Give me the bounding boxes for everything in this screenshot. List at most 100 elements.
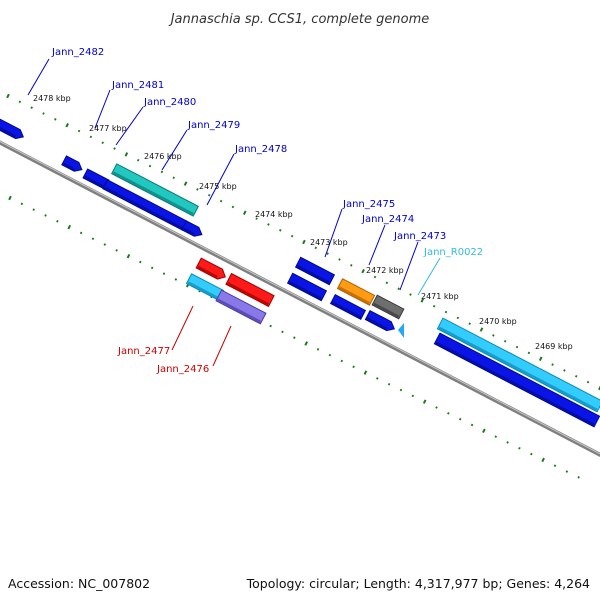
tick-mark <box>79 231 83 235</box>
tick-mark <box>67 224 72 230</box>
gene-feature-2473[interactable] <box>371 294 405 320</box>
gene-label-jann-2482[interactable]: Jann_2482 <box>51 47 104 58</box>
leader-jann-2480 <box>115 106 144 146</box>
leader-jann-2478 <box>206 153 235 206</box>
gene-feature-r0022[interactable] <box>398 323 404 338</box>
gene-feature-2475[interactable] <box>294 256 336 286</box>
gene-label-jann-2474[interactable]: Jann_2474 <box>361 214 414 225</box>
tick-mark <box>422 399 427 404</box>
kbp-label: 2472 kbp <box>366 266 404 275</box>
tick-mark <box>56 219 59 223</box>
tick-mark <box>44 214 47 217</box>
gene-feature-2473c[interactable] <box>364 309 396 334</box>
gene-feature-2476[interactable] <box>215 289 267 325</box>
tick-mark <box>577 476 580 479</box>
gene-feature-2478a[interactable] <box>102 179 188 231</box>
tick-mark <box>18 100 22 104</box>
gene-feature-2478b[interactable] <box>181 220 204 239</box>
tick-mark <box>506 441 509 444</box>
tick-mark <box>136 158 140 162</box>
tick-mark <box>91 237 95 241</box>
tick-mark <box>126 253 131 259</box>
tick-mark <box>479 327 484 332</box>
tick-mark <box>527 351 531 355</box>
tick-mark <box>432 304 436 308</box>
tick-mark <box>470 423 474 427</box>
gene-feature-2481-shade <box>62 162 75 171</box>
gene-feature-2480-shade <box>84 175 105 189</box>
kbp-label: 2476 kbp <box>144 152 182 161</box>
gene-callouts: Jann_2482Jann_2481Jann_2480Jann_2479Jann… <box>27 47 483 375</box>
tick-rings <box>6 93 600 479</box>
gene-feature-2469[interactable] <box>433 332 600 428</box>
gene-label-jann-2475[interactable]: Jann_2475 <box>342 199 395 210</box>
leader-jann-2479 <box>161 129 188 171</box>
tick-mark <box>183 181 188 186</box>
leader-jann-2482 <box>27 58 50 96</box>
leader-jann-2476 <box>212 325 232 367</box>
gene-feature-2470[interactable] <box>436 317 600 413</box>
topology-text: Topology: circular; Length: 4,317,977 bp… <box>246 576 590 591</box>
tick-mark <box>65 122 69 128</box>
tick-mark <box>174 278 178 281</box>
tick-mark <box>113 147 116 150</box>
gene-feature-2478a-shade <box>103 186 184 230</box>
gene-feature-2474-shade <box>338 286 370 305</box>
gene-feature-2479-body <box>110 163 200 217</box>
tick-mark <box>468 322 471 326</box>
tick-mark <box>565 470 569 473</box>
tick-mark <box>30 106 33 109</box>
tick-mark <box>373 275 377 279</box>
tick-mark <box>541 457 545 463</box>
tick-mark <box>160 170 164 174</box>
gene-label-jann-2481[interactable]: Jann_2481 <box>111 80 164 91</box>
gene-feature-2477c[interactable] <box>185 273 225 301</box>
tick-mark <box>397 287 400 290</box>
gene-feature-2482-shade <box>0 125 17 138</box>
kbp-label: 2470 kbp <box>479 317 517 326</box>
gene-feature-2478b-body <box>181 220 203 237</box>
gene-feature-2478b-shade <box>182 227 195 236</box>
gene-label-jann-2478[interactable]: Jann_2478 <box>234 144 287 155</box>
tick-mark <box>269 324 272 328</box>
gene-feature-2475-body <box>294 256 336 286</box>
gene-label-jann-2477[interactable]: Jann_2477 <box>117 346 170 357</box>
gene-feature-2476-body <box>215 289 267 325</box>
gene-label-jann-r0022[interactable]: Jann_R0022 <box>423 247 483 258</box>
backbone-line <box>0 140 600 458</box>
gene-feature-2481[interactable] <box>61 155 84 174</box>
tick-mark <box>77 129 81 133</box>
tick-mark <box>115 249 118 252</box>
tick-mark <box>338 258 341 261</box>
tick-mark <box>32 208 35 211</box>
leader-jann-r0022 <box>417 257 441 296</box>
gene-feature-2477a[interactable] <box>195 257 228 282</box>
gene-label-jann-2480[interactable]: Jann_2480 <box>143 97 196 108</box>
gene-feature-2473b[interactable] <box>329 294 367 320</box>
tick-mark <box>314 246 318 250</box>
gene-feature-2482[interactable] <box>0 117 26 142</box>
gene-feature-2477b[interactable] <box>225 272 275 308</box>
tick-mark <box>563 369 566 372</box>
tick-mark <box>54 118 57 121</box>
tick-mark <box>447 412 450 415</box>
gene-feature-2470-shade <box>438 326 598 411</box>
gene-feature-2479[interactable] <box>110 163 200 217</box>
tick-mark <box>515 345 519 349</box>
tick-mark <box>456 316 460 320</box>
tick-mark <box>196 188 199 191</box>
gene-feature-2474[interactable] <box>336 278 376 306</box>
gene-label-jann-2479[interactable]: Jann_2479 <box>187 120 240 131</box>
gene-feature-2475b-body <box>286 272 328 302</box>
backbone-highlight <box>0 141 600 455</box>
gene-feature-2474-body <box>336 278 376 306</box>
leader-jann-2475 <box>324 208 343 258</box>
tick-mark <box>6 93 10 99</box>
gene-label-jann-2473[interactable]: Jann_2473 <box>393 231 446 242</box>
gene-label-jann-2476[interactable]: Jann_2476 <box>156 364 209 375</box>
gene-feature-2475b[interactable] <box>286 272 328 302</box>
tick-mark <box>574 374 578 378</box>
tick-mark <box>420 298 425 303</box>
